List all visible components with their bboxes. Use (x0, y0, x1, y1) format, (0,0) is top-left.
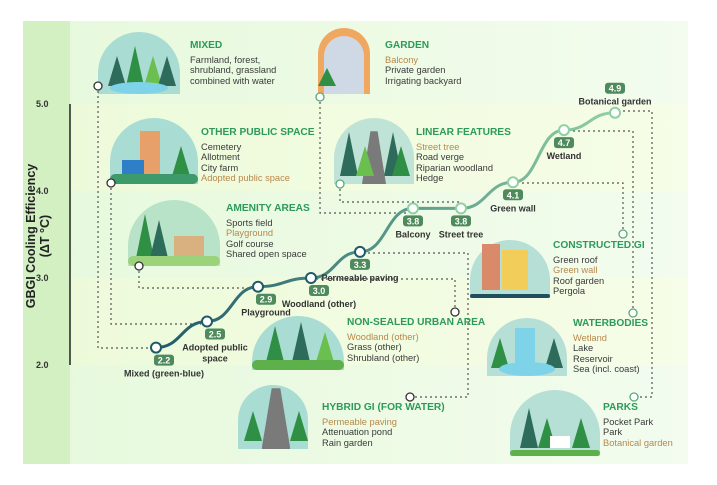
linear-features-illustration (334, 118, 414, 184)
data-point (455, 202, 467, 215)
data-point (150, 341, 162, 354)
value-badge (451, 215, 471, 227)
data-point (558, 124, 570, 137)
value-badge (403, 215, 423, 227)
series-line (155, 111, 616, 350)
value-label: 3.8 (407, 216, 420, 226)
value-badge (503, 189, 523, 201)
connector-constructed (519, 182, 624, 234)
hybrid-gi-illustration (228, 385, 324, 449)
value-badge (154, 354, 174, 366)
value-label: 4.7 (558, 138, 571, 148)
y-tick-label: 2.0 (36, 360, 49, 370)
value-label: 3.3 (354, 260, 367, 270)
data-point (507, 176, 519, 189)
data-point (305, 272, 317, 284)
data-point (252, 280, 264, 293)
connector-other-public-space (110, 183, 201, 325)
data-point (354, 245, 366, 258)
value-badge (256, 293, 276, 305)
value-label: 2.2 (158, 356, 171, 366)
category-label: Balcony (395, 229, 430, 239)
band (70, 278, 688, 365)
connector-dots (93, 81, 639, 402)
connector-linear (339, 184, 462, 207)
data-point (407, 202, 419, 215)
category-label: Adopted public (182, 343, 248, 353)
value-badge (309, 285, 329, 296)
value-badge (554, 137, 574, 149)
value-label: 3.8 (455, 216, 468, 226)
non-sealed-urban-area-illustration (252, 316, 344, 370)
category-label: Permeable paving (321, 273, 398, 283)
category-label: Botanical garden (578, 97, 651, 107)
connector-garden (319, 97, 407, 214)
value-label: 4.9 (609, 84, 622, 94)
category-label: Woodland (other) (282, 299, 356, 309)
value-badge (350, 258, 370, 270)
parks-illustration (510, 390, 600, 456)
data-point (201, 315, 213, 328)
connector-mixed (97, 86, 150, 349)
value-label: 4.1 (507, 190, 520, 200)
category-label: Wetland (547, 151, 582, 161)
value-label: 2.5 (209, 330, 222, 340)
connector-hybrid (366, 252, 469, 398)
value-label: 3.0 (313, 286, 326, 296)
value-badge (205, 328, 225, 340)
amenity-areas-illustration (128, 200, 220, 266)
connector-amenity (138, 266, 252, 289)
category-label: Street tree (439, 229, 484, 239)
connectors (97, 86, 653, 398)
waterbodies-illustration (487, 318, 567, 376)
constructed-gi-illustration (470, 240, 550, 298)
y-tick-label: 4.0 (36, 186, 49, 196)
y-tick-label: 3.0 (36, 273, 49, 283)
category-label: Playground (241, 308, 291, 318)
category-label: Green wall (490, 203, 536, 213)
category-label: Mixed (green-blue) (124, 369, 204, 379)
other-public-space-illustration (110, 118, 198, 184)
connector-nonsealed (317, 278, 456, 312)
connector-waterbodies (570, 130, 634, 313)
connector-parks (621, 110, 653, 398)
data-point (609, 106, 621, 119)
value-label: 2.9 (260, 295, 273, 305)
y-tick-label: 5.0 (36, 99, 49, 109)
axis-column (23, 21, 70, 464)
category-label: space (202, 354, 228, 364)
mixed-illustration (98, 32, 180, 94)
value-badge (605, 82, 625, 94)
garden-illustration (318, 28, 370, 94)
